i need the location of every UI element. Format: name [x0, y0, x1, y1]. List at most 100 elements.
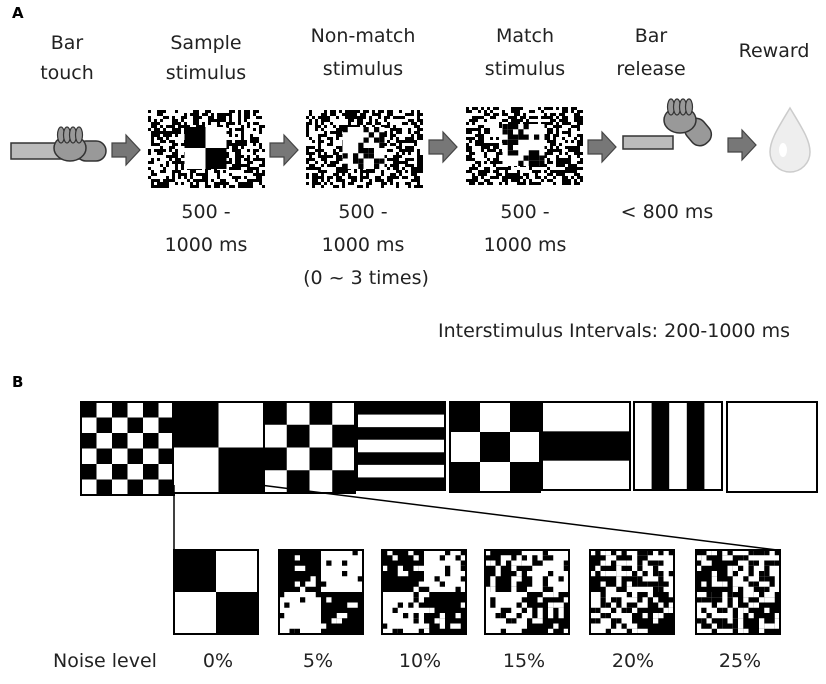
nonmatch-stimulus-dot	[324, 131, 327, 134]
match-stimulus-dot	[550, 143, 553, 146]
nonmatch-stimulus-dot	[327, 137, 330, 140]
nonmatch-stimulus-dot	[336, 137, 339, 140]
sample-stimulus-dot	[256, 173, 259, 176]
noise-box-20-noise	[668, 571, 674, 577]
noise-box-10-frame	[381, 549, 467, 635]
match-stimulus-dot	[514, 116, 517, 119]
noise-box-20-noise	[611, 618, 617, 624]
nonmatch-stimulus-dot	[309, 122, 312, 125]
match-stimulus-px	[534, 150, 540, 156]
sample-stimulus-dot	[235, 158, 238, 161]
match-stimulus-dot	[502, 113, 505, 116]
match-stimulus-dot	[493, 146, 496, 149]
sample-stimulus-dot	[256, 176, 259, 179]
pattern-horizontal-stripes-7-frame	[356, 401, 446, 491]
nonmatch-stimulus-dot	[321, 122, 324, 125]
noise-box-20-noise	[642, 571, 648, 577]
noise-box-20-noise	[658, 586, 664, 592]
noise-box-25-noise	[743, 555, 749, 561]
noise-box-20-noise	[600, 550, 606, 556]
nonmatch-stimulus-dot	[330, 131, 333, 134]
sample-stimulus-dot	[172, 140, 175, 143]
nonmatch-stimulus-dot	[336, 170, 339, 173]
nonmatch-stimulus-dot	[420, 119, 423, 122]
sample-stimulus-dot	[205, 185, 208, 188]
nonmatch-stimulus-dot	[321, 179, 324, 182]
match-stimulus-dot	[547, 158, 550, 161]
noise-box-25-noise	[774, 550, 780, 556]
nonmatch-stimulus-dot	[339, 110, 342, 113]
noise-box-25-noise	[706, 597, 712, 603]
noise-box-25-noise	[727, 623, 733, 629]
match-stimulus-dot	[577, 176, 580, 179]
match-stimulus-dot	[574, 164, 577, 167]
nonmatch-stimulus-dot	[372, 170, 375, 173]
match-stimulus-dot	[550, 128, 553, 131]
nonmatch-stimulus-dot	[393, 134, 396, 137]
match-stimulus-dot	[580, 167, 583, 170]
match-stimulus-dot	[565, 131, 568, 134]
nonmatch-stimulus-dot	[402, 140, 405, 143]
match-stimulus-dot	[574, 146, 577, 149]
interstimulus-interval-note: Interstimulus Intervals: 200-1000 ms	[437, 320, 791, 342]
noise-box-20-noise	[653, 560, 659, 566]
sample-stimulus-dot	[154, 119, 157, 122]
match-stimulus-px	[528, 160, 534, 166]
match-stimulus-dot	[523, 182, 526, 185]
match-stimulus-dot	[544, 107, 547, 110]
sample-stimulus-dot	[238, 176, 241, 179]
pattern-checkerboard-4x4-cell	[332, 470, 355, 493]
noise-box-25-noise	[701, 555, 707, 561]
sample-stimulus-dot	[154, 185, 157, 188]
match-stimulus-dot	[571, 146, 574, 149]
nonmatch-stimulus-dot	[375, 179, 378, 182]
match-stimulus-dot	[517, 176, 520, 179]
nonmatch-stimulus-dot	[387, 149, 390, 152]
noise-box-10-noise	[382, 623, 388, 629]
noise-box-15-noise	[485, 560, 491, 566]
noise-box-20-noise	[637, 550, 643, 556]
noise-box-25-noise	[732, 613, 738, 619]
noise-box-20-noise	[590, 618, 596, 624]
match-stimulus-dot	[517, 113, 520, 116]
nonmatch-stimulus-dot	[318, 152, 321, 155]
pattern-checkerboard-2x2-cell	[218, 447, 264, 493]
noise-box-25-noise	[738, 555, 744, 561]
pattern-vertical-stripes-5	[633, 401, 723, 491]
match-stimulus-dot	[565, 167, 568, 170]
sample-stimulus-dot	[148, 110, 151, 113]
noise-box-25-noise	[696, 555, 702, 561]
noise-box-5-noise	[342, 613, 348, 619]
match-stimulus-dot	[571, 149, 574, 152]
sample-stimulus-dot	[247, 155, 250, 158]
sample-stimulus-dot	[175, 119, 178, 122]
nonmatch-stimulus-dot	[339, 176, 342, 179]
sample-stimulus-dot	[253, 149, 256, 152]
sample-stimulus-dot	[247, 170, 250, 173]
sample-stimulus-dot	[148, 167, 151, 170]
sample-stimulus-dot	[262, 173, 265, 176]
nonmatch-stimulus-dot	[306, 152, 309, 155]
nonmatch-stimulus-dot	[408, 185, 411, 188]
match-stimulus-dot	[568, 122, 571, 125]
nonmatch-stimulus-dot	[378, 122, 381, 125]
nonmatch-stimulus-dot	[318, 182, 321, 185]
noise-box-25-noise	[696, 618, 702, 624]
noise-box-25-noise	[738, 613, 744, 619]
noise-box-10-noise	[439, 581, 445, 587]
sample-stimulus-dot	[160, 113, 163, 116]
sample-stimulus-dot	[256, 140, 259, 143]
match-stimulus-dot	[580, 176, 583, 179]
match-stimulus-dot	[559, 152, 562, 155]
match-stimulus-dot	[562, 179, 565, 182]
match-stimulus-dot	[556, 173, 559, 176]
match-stimulus-dot	[556, 116, 559, 119]
match-stimulus-dot	[538, 182, 541, 185]
noise-box-15-noise	[532, 618, 538, 624]
match-stimulus-dot	[484, 155, 487, 158]
sample-stimulus-dot	[151, 140, 154, 143]
match-stimulus-px	[507, 139, 513, 145]
nonmatch-stimulus-dot	[420, 164, 423, 167]
match-stimulus-dot	[517, 107, 520, 110]
sample-stimulus-dot	[241, 182, 244, 185]
